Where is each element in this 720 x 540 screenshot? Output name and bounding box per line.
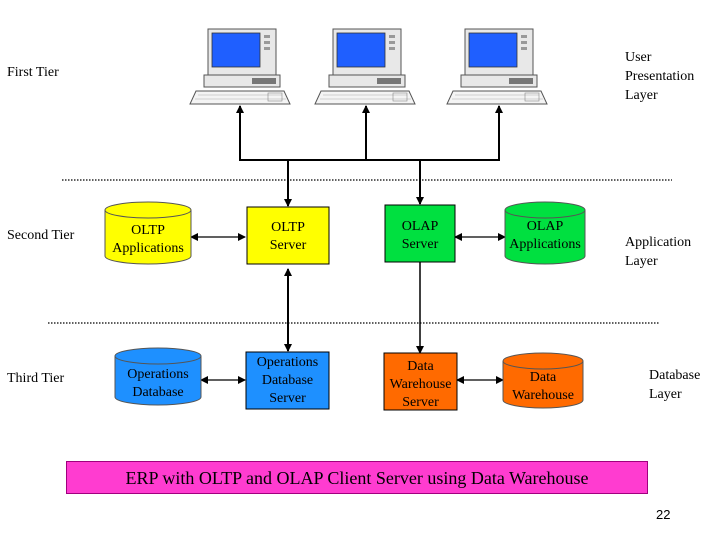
node-label-line: OLTP: [271, 220, 305, 235]
node-label-line: Operations: [256, 355, 319, 370]
olap-applications-label: OLAP Applications: [497, 218, 593, 254]
olap-server-box: [384, 204, 456, 263]
third-tier-label: Third Tier: [7, 371, 65, 386]
node-label-line: Data: [407, 359, 434, 374]
data-warehouse-cylinder: [502, 352, 584, 409]
node-label-line: Database: [261, 373, 314, 388]
data-warehouse-server-box: [383, 352, 458, 411]
operations-database-label: Operations Database: [110, 366, 206, 402]
node-label-line: Warehouse: [389, 377, 452, 392]
presentation-layer-line: Presentation: [625, 69, 695, 84]
presentation-layer-line: Layer: [625, 88, 658, 103]
operations-database-server-label: Operations Database Server: [246, 354, 329, 408]
presentation-layer-line: User: [625, 50, 652, 65]
application-layer-label: Application Layer: [625, 233, 691, 271]
data-warehouse-label: Data Warehouse: [495, 369, 591, 405]
page-number: 22: [656, 507, 671, 522]
data-warehouse-server-label: Data Warehouse Server: [382, 358, 459, 412]
client-computer-icon: [314, 28, 416, 105]
oltp-applications-cylinder: [104, 201, 192, 265]
node-label-line: OLAP: [526, 219, 564, 234]
operations-database-server-box: [245, 351, 330, 410]
presentation-layer-label: User Presentation Layer: [625, 48, 694, 105]
first-tier-label: First Tier: [7, 65, 59, 80]
client-computer-icon: [189, 28, 291, 105]
oltp-applications-label: OLTP Applications: [100, 222, 196, 258]
database-layer-line: Layer: [649, 387, 682, 402]
title-banner: ERP with OLTP and OLAP Client Server usi…: [66, 461, 648, 494]
node-label-line: Data: [529, 370, 557, 385]
node-label-line: Warehouse: [512, 388, 574, 403]
application-layer-line: Layer: [625, 254, 658, 269]
node-label-line: Applications: [509, 237, 581, 252]
olap-server-label: OLAP Server: [385, 218, 455, 254]
second-tier-label: Second Tier: [7, 228, 75, 243]
node-connectors: [190, 233, 506, 384]
operations-database-cylinder: [114, 347, 202, 406]
node-label-line: Operations: [127, 367, 189, 382]
node-label-line: Server: [269, 238, 307, 253]
oltp-server-label: OLTP Server: [247, 219, 329, 255]
application-layer-line: Application: [625, 235, 692, 250]
oltp-server-box: [246, 206, 330, 265]
node-label-line: Database: [132, 385, 184, 400]
database-layer-label: Database Layer: [649, 366, 700, 404]
node-label-line: Server: [269, 391, 306, 406]
client-connectors: [236, 105, 503, 207]
node-label-line: Server: [401, 237, 439, 252]
client-computer-icon: [446, 28, 548, 105]
database-layer-line: Database: [649, 368, 701, 383]
node-label-line: OLTP: [131, 223, 165, 238]
node-label-line: Applications: [112, 241, 184, 256]
node-label-line: OLAP: [401, 219, 439, 234]
olap-applications-cylinder: [504, 201, 586, 265]
node-label-line: Server: [402, 395, 439, 410]
